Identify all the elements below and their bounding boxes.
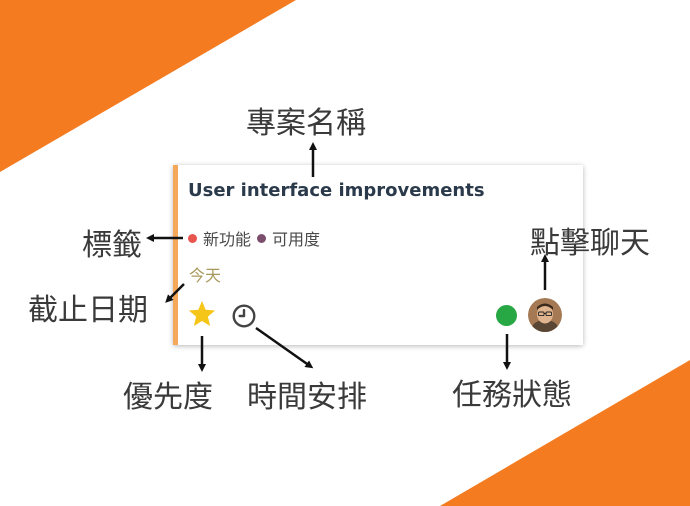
avatar[interactable] (528, 298, 562, 332)
status-indicator[interactable] (496, 305, 517, 326)
tag-item: 可用度 (257, 226, 320, 250)
label-priority: 優先度 (123, 380, 213, 415)
clock-icon[interactable] (231, 303, 257, 329)
label-tags: 標籤 (82, 228, 142, 263)
deadline-text: 今天 (189, 266, 222, 285)
label-deadline: 截止日期 (28, 293, 148, 328)
tag-dot (257, 233, 267, 243)
label-scheduling: 時間安排 (247, 380, 367, 415)
project-title: User interface improvements (188, 180, 485, 201)
tag-dot (188, 233, 197, 243)
label-click-to-chat: 點擊聊天 (530, 226, 650, 261)
label-project-name: 專案名稱 (246, 106, 366, 141)
star-icon[interactable] (187, 299, 217, 329)
tag-label: 可用度 (272, 230, 321, 249)
task-card[interactable]: User interface improvements 新功能 可用度 今天 (173, 165, 583, 345)
tag-item: 新功能 (188, 226, 251, 250)
tag-label: 新功能 (203, 230, 252, 249)
tag-list: 新功能 可用度 (188, 226, 320, 250)
label-task-status: 任務狀態 (452, 378, 572, 413)
card-accent-bar (173, 165, 178, 345)
